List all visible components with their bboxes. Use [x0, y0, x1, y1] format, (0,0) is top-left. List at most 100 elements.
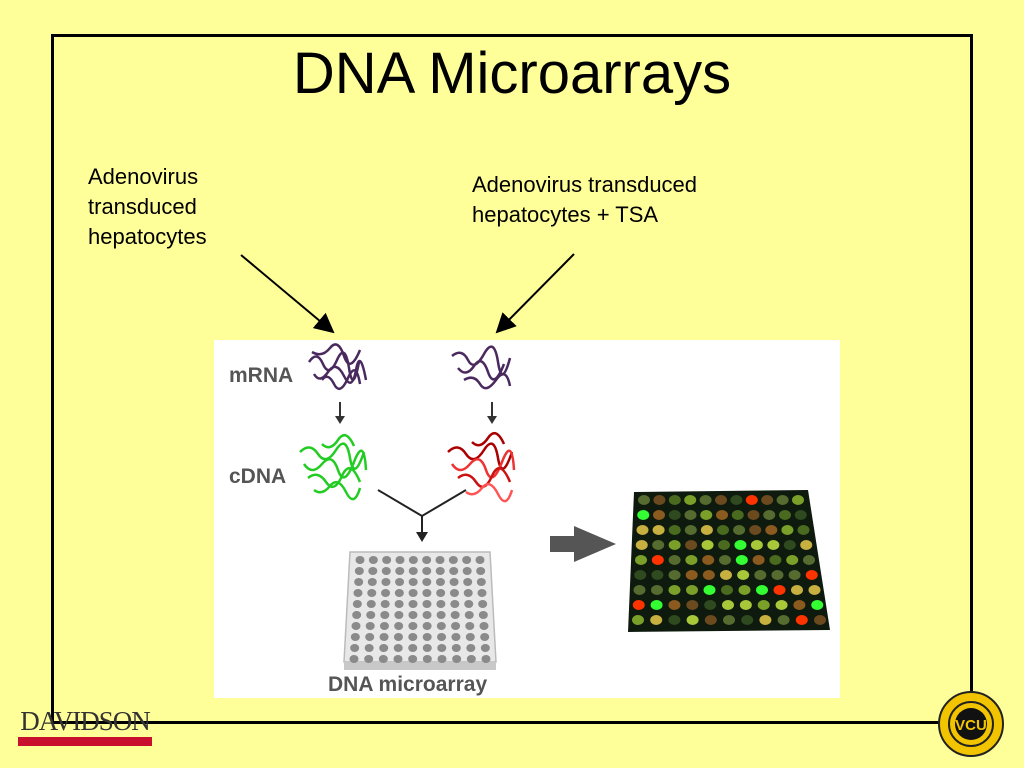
microarray-spot [422, 556, 432, 564]
microarray-spot [451, 622, 461, 630]
scanned-spot [776, 495, 789, 505]
microarray-spot [451, 633, 461, 641]
microarray-spot [408, 611, 418, 619]
scanned-spot [702, 555, 715, 565]
microarray-spot [466, 644, 476, 652]
microarray-spot [422, 589, 432, 597]
microarray-spot [436, 600, 446, 608]
scanned-spot [738, 585, 751, 595]
scanned-spot [700, 510, 713, 520]
scanned-spot [719, 555, 731, 565]
scanned-spot [747, 510, 760, 520]
microarray-label: DNA microarray [328, 673, 488, 696]
scanned-spot [814, 615, 826, 625]
cdna-strands-green [299, 433, 368, 501]
scanned-spot [651, 585, 663, 595]
mrna-strands-left [307, 343, 368, 391]
scanned-spot [668, 570, 681, 580]
scanned-spot [757, 600, 770, 610]
microarray-spots [349, 556, 491, 663]
microarray-spot [367, 578, 377, 586]
microarray-spot [381, 567, 391, 575]
scanned-spot [636, 525, 649, 535]
scanned-spot [788, 570, 801, 580]
microarray-spot [354, 567, 364, 575]
microarray-spot [475, 556, 485, 564]
microarray-spot [352, 611, 362, 619]
scanned-spot [769, 555, 782, 565]
scanned-spot [700, 525, 713, 535]
microarray-spot [394, 622, 404, 630]
mrna-label: mRNA [229, 364, 294, 387]
microarray-spot [355, 556, 365, 564]
microarray-spot [478, 611, 488, 619]
scanned-spot [668, 585, 681, 595]
scanned-spot [722, 600, 734, 610]
scanned-spot [668, 495, 681, 505]
scanned-spot [797, 525, 810, 535]
microarray-spot [448, 556, 458, 564]
microarray-spot [393, 644, 403, 652]
scanned-spot [759, 615, 772, 625]
davidson-logo: DAVIDSON [18, 706, 152, 746]
scanned-spot [635, 555, 647, 565]
microarray-spot [393, 655, 403, 663]
scanned-spot [704, 600, 717, 610]
microarray-spot [378, 655, 388, 663]
microarray-spot [476, 578, 486, 586]
microarray-spot [394, 611, 404, 619]
mrna-strands-right [451, 345, 512, 390]
scanned-spot [635, 540, 648, 550]
scanned-spots [632, 495, 826, 625]
microarray-spot [466, 655, 476, 663]
microarray-spot [481, 655, 491, 663]
microarray-spot [449, 578, 459, 586]
vcu-logo: VCU [938, 691, 1004, 757]
microarray-spot [450, 600, 460, 608]
scanned-spot [652, 525, 665, 535]
microarray-spot [395, 556, 405, 564]
microarray-spot [436, 611, 446, 619]
microarray-spot [365, 622, 375, 630]
scanned-spot [715, 495, 727, 505]
scanned-spot [795, 615, 808, 625]
scanned-spot [717, 525, 729, 535]
scanned-spot [737, 570, 750, 580]
scanned-spot [718, 540, 730, 550]
scanned-spot [684, 495, 697, 505]
microarray-spot [436, 622, 446, 630]
slide-frame [51, 34, 973, 724]
scanned-spot [803, 555, 815, 565]
microarray-spot [351, 622, 361, 630]
scanned-spot [794, 510, 807, 520]
scanned-spot [763, 510, 776, 520]
microarray-spot [437, 644, 447, 652]
scanned-spot [653, 510, 665, 520]
scanned-spot [808, 585, 821, 595]
scanned-spot [668, 510, 681, 520]
scanned-spot [684, 510, 697, 520]
microarray-spot [350, 633, 360, 641]
microarray-spot [465, 633, 475, 641]
microarray-spot [368, 567, 378, 575]
microarray-spot [408, 622, 418, 630]
microarray-spot [408, 655, 418, 663]
microarray-spot [382, 556, 392, 564]
scanned-spot [741, 615, 754, 625]
microarray-spot [451, 644, 461, 652]
microarray-spot [379, 633, 389, 641]
scanned-spot [638, 495, 650, 505]
microarray-spot [408, 633, 418, 641]
scanned-spot [745, 495, 758, 505]
scanned-spot [686, 615, 699, 625]
scanned-spot [791, 585, 803, 595]
scanned-spot [699, 495, 712, 505]
scanned-spot [761, 495, 774, 505]
microarray-spot [436, 589, 446, 597]
scanned-spot [701, 540, 714, 550]
microarray-spot [422, 644, 432, 652]
scanned-spot [749, 525, 762, 535]
microarray-spot [450, 611, 460, 619]
scanned-spot [634, 570, 647, 580]
arrow-left [240, 254, 335, 334]
